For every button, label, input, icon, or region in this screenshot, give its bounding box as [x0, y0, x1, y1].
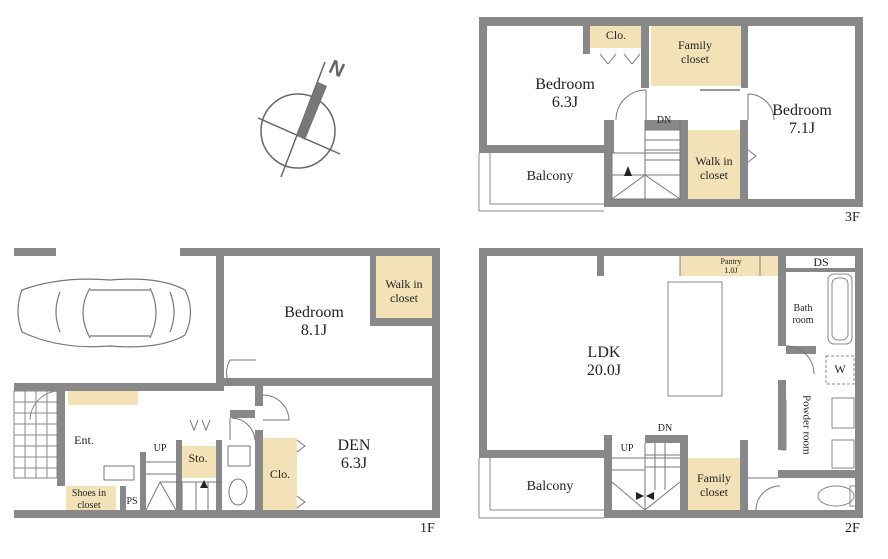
stair-arrow-icon [624, 166, 632, 176]
floor-2f-label: 2F [845, 521, 860, 536]
stair-arrow-icon [646, 492, 654, 500]
balcony-2f-label: Balcony [526, 479, 574, 494]
car-icon [17, 278, 192, 348]
washer-label: W [834, 362, 846, 376]
stair-arrow-icon [200, 480, 208, 488]
stair-up-1f-label: UP [153, 443, 167, 454]
storage-label: Sto. [188, 451, 208, 465]
floor-2f [478, 248, 863, 519]
ds-label: DS [813, 255, 829, 269]
stair-dn-3f-label: DN [656, 115, 672, 126]
stair-arrow-icon [636, 492, 644, 500]
balcony-3f-label: Balcony [526, 169, 574, 184]
stair-dn-2f-label: DN [657, 423, 673, 434]
floor-3f [478, 17, 863, 212]
entrance-label: Ent. [74, 433, 94, 447]
closet-3f-label: Clo. [605, 28, 627, 42]
ps-label: PS [126, 496, 138, 507]
stair-up-2f-label: UP [620, 443, 634, 454]
floor-1f [13, 248, 440, 518]
compass-icon: N [257, 56, 348, 178]
powder-room-label: Powder room [800, 395, 813, 455]
north-letter: N [325, 56, 347, 82]
floor-3f-label: 3F [845, 210, 860, 225]
floor-1f-label: 1F [420, 521, 435, 536]
closet-1f-label: Clo. [269, 467, 291, 481]
